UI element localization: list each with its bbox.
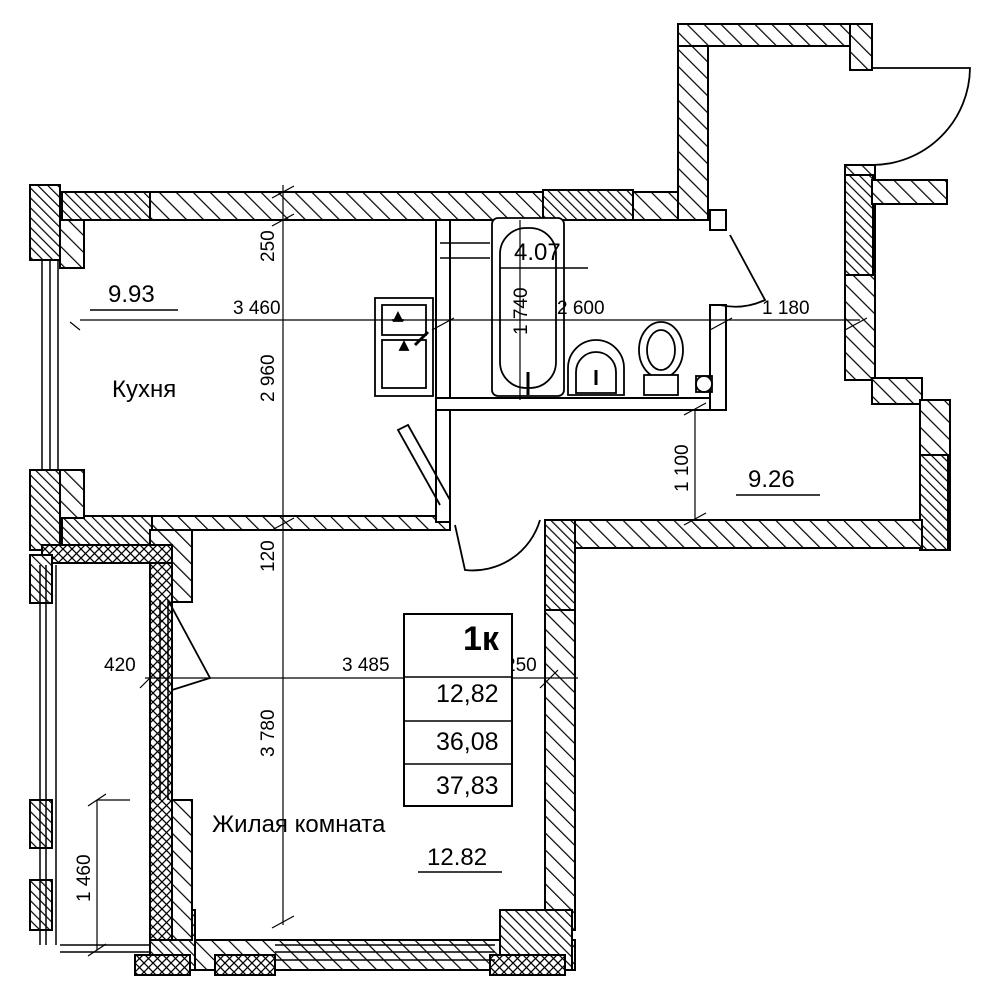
living-room-area: 12.82 [427,844,487,871]
hall-area: 9.26 [748,466,795,493]
windows [39,242,495,961]
dim-bath-width: 2 600 [557,298,605,319]
bathroom-area: 4.07 [514,239,561,266]
dim-wall-mid: 120 [258,540,279,572]
dim-living-depth: 3 780 [258,709,279,757]
living-area-value: 12,82 [436,680,499,708]
full-area-value: 37,83 [436,772,499,800]
dim-kitchen-width: 3 460 [233,298,281,319]
dim-hall-depth: 1 100 [672,444,693,492]
dim-hall-width: 1 180 [762,298,810,319]
kitchen-area: 9.93 [108,281,155,308]
kitchen-name: Кухня [112,376,176,403]
dim-balcony-length: 1 460 [74,854,95,902]
total-area-value: 36,08 [436,728,499,756]
doors [167,67,971,691]
summary-table: 1к 12,82 36,08 37,83 [403,613,513,807]
living-room-name: Жилая комната [212,811,386,838]
dimension-lines [69,185,868,957]
walls [29,23,951,976]
dim-balcony-width: 420 [104,655,136,676]
dim-bath-depth: 1 740 [511,287,532,335]
dim-wall-top: 250 [258,230,279,262]
dim-living-width: 3 485 [342,655,390,676]
dim-kitchen-depth: 2 960 [258,354,279,402]
apartment-type: 1к [463,620,500,658]
